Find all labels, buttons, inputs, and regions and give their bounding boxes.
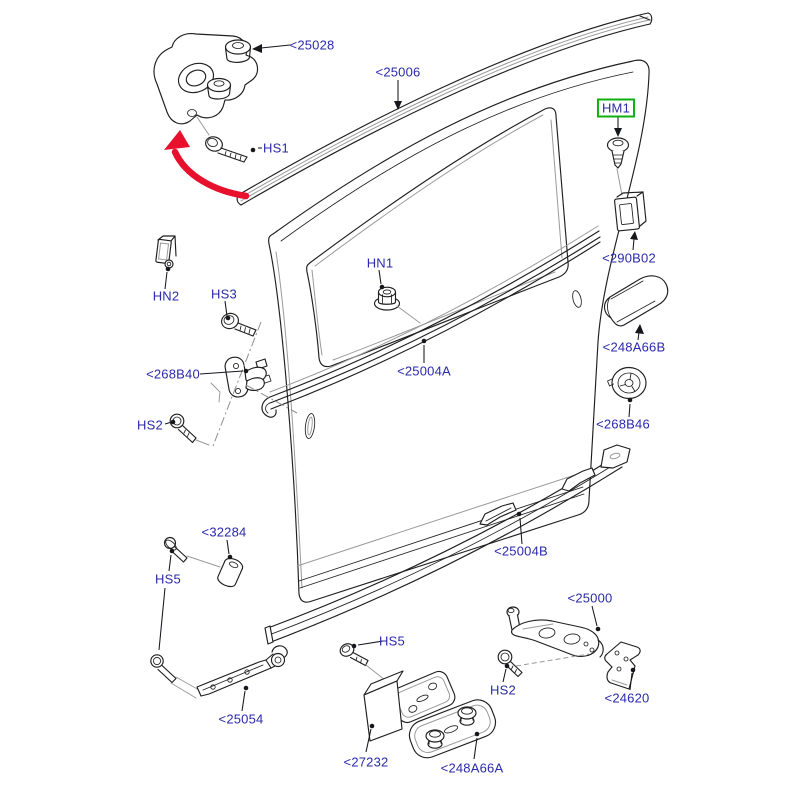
part-label-hm1-highlighted[interactable]: HM1 [596, 98, 636, 118]
fastener-hn1-nut [373, 286, 421, 324]
part-label-268b40[interactable]: <268B40 [146, 366, 200, 382]
part-25000-roller-arm [506, 606, 604, 658]
part-248a66a-plate [408, 699, 497, 759]
part-label-248a66b[interactable]: <248A66B [602, 339, 666, 355]
part-label-27232[interactable]: <27232 [343, 754, 389, 770]
install-direction-arrow [164, 130, 250, 200]
fastener-label-hs5-center[interactable]: HS5 [379, 633, 405, 649]
part-label-25000[interactable]: <25000 [567, 590, 613, 606]
fastener-hs5-lower-screw [150, 654, 200, 699]
fastener-label-hn1[interactable]: HN1 [366, 255, 394, 271]
part-label-25028[interactable]: <25028 [289, 37, 335, 53]
part-27232-striker-box [363, 670, 456, 742]
part-25006-upper-rail [236, 12, 653, 206]
part-25028-roller-bracket [153, 33, 259, 136]
part-25004a-center-rail [256, 225, 601, 418]
fastener-label-hs2-right[interactable]: HS2 [490, 682, 516, 698]
callout-pointers [164, 44, 644, 760]
part-label-32284[interactable]: <32284 [201, 524, 247, 540]
part-label-25004b[interactable]: <25004B [494, 543, 548, 559]
part-label-290b02[interactable]: <290B02 [602, 250, 656, 266]
fastener-label-hs1[interactable]: HS1 [263, 140, 289, 156]
fastener-hn2-clip [155, 235, 177, 269]
part-268b46-grommet [607, 366, 647, 400]
fastener-hs2-right-screw [497, 649, 590, 678]
fastener-label-hs3[interactable]: HS3 [211, 286, 237, 302]
part-label-268b46[interactable]: <268B46 [596, 416, 650, 432]
fastener-hs2-left-screw [169, 413, 210, 446]
part-25054-guide-arm [196, 645, 288, 697]
part-label-25004a[interactable]: <25004A [397, 363, 451, 379]
door-window-cutout [306, 107, 569, 368]
part-268b40-striker [210, 321, 298, 447]
door-hole [572, 290, 582, 308]
part-label-24620[interactable]: <24620 [604, 690, 650, 706]
part-290b02-clip [614, 191, 647, 232]
door-panel-graphic [268, 59, 650, 603]
fastener-label-hs5-left[interactable]: HS5 [155, 571, 181, 587]
fastener-hs1-bolt [205, 136, 248, 163]
part-248a66b-cover [603, 275, 669, 327]
part-label-25054[interactable]: <25054 [218, 711, 264, 727]
part-label-248a66a[interactable]: <248A66A [440, 760, 504, 776]
part-32284-bushing [217, 557, 244, 588]
part-24620-bracket [604, 641, 641, 690]
part-25004b-lower-rail [264, 444, 631, 645]
fastener-hs3-screw [221, 312, 257, 337]
fastener-label-hn2[interactable]: HN2 [152, 288, 180, 304]
part-label-25006[interactable]: <25006 [375, 64, 421, 80]
fastener-hm1-push-pin [606, 137, 630, 196]
fastener-label-hs2-left[interactable]: HS2 [137, 417, 163, 433]
fastener-hs5-left-screw [158, 536, 221, 651]
